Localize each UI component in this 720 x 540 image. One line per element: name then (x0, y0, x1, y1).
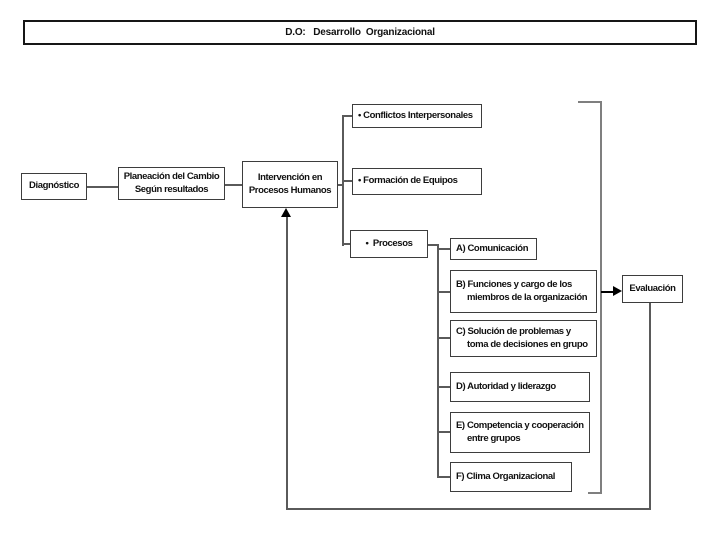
node-diagnostico: Diagnóstico (21, 173, 87, 200)
feedback-arrowhead-icon (281, 208, 291, 217)
node-intervencion-line2: Procesos Humanos (248, 184, 332, 196)
node-evaluacion: Evaluación (622, 275, 683, 303)
bracket-top-hook (578, 101, 602, 103)
node-conflictos-interpersonales: • Conflictos Interpersonales (352, 104, 482, 128)
node-procesos: • Procesos (350, 230, 428, 258)
node-planeacion-line1: Planeación del Cambio (123, 171, 220, 182)
item-e-line1: E) Competencia y cooperación (456, 420, 584, 431)
item-b-line2: miembros de la organización (467, 291, 588, 303)
node-item-c-solucion-problemas: C) Solución de problemas y toma de decis… (450, 320, 597, 357)
connector-procesos-items (428, 244, 438, 246)
node-procesos-label: • Procesos (365, 237, 413, 249)
node-formacion-label: • Formación de Equipos (358, 175, 458, 187)
node-item-f-clima-organizacional: F) Clima Organizacional (450, 462, 572, 492)
item-f-label: F) Clima Organizacional (456, 470, 556, 482)
item-a-label: A) Comunicación (456, 242, 529, 254)
stub-procesos (343, 243, 350, 245)
stub-item-c (438, 337, 450, 339)
node-intervencion-line1: Intervención en (257, 172, 323, 183)
item-e-line2: entre grupos (467, 432, 521, 444)
items-vertical-line (437, 244, 439, 478)
connector-intervencion-branch (338, 184, 344, 186)
item-c-line1: C) Solución de problemas y (456, 326, 571, 337)
node-intervencion-procesos-humanos: Intervención en Procesos Humanos (242, 161, 338, 208)
stub-item-e (438, 431, 450, 433)
node-item-a-comunicacion: A) Comunicación (450, 238, 537, 260)
connector-planeacion-intervencion (225, 184, 242, 186)
arrow-evaluacion-shaft (601, 291, 615, 293)
node-formacion-de-equipos: • Formación de Equipos (352, 168, 482, 195)
node-conflictos-label: • Conflictos Interpersonales (358, 109, 473, 121)
node-item-b-funciones: B) Funciones y cargo de los miembros de … (450, 270, 597, 313)
feedback-line-right (649, 303, 651, 510)
stub-item-d (438, 386, 450, 388)
node-item-d-autoridad-liderazgo: D) Autoridad y liderazgo (450, 372, 590, 402)
stub-conflictos (343, 115, 352, 117)
node-evaluacion-label: Evaluación (629, 282, 676, 294)
bracket-bottom-hook (588, 492, 602, 494)
diagram-title-box: D.O: Desarrollo Organizacional (23, 20, 697, 45)
stub-item-b (438, 291, 450, 293)
node-item-e-competencia-cooperacion: E) Competencia y cooperación entre grupo… (450, 412, 590, 453)
arrow-evaluacion-head-icon (613, 286, 622, 296)
feedback-line-bottom (286, 508, 651, 510)
diagram-title-text: D.O: Desarrollo Organizacional (285, 27, 435, 38)
node-planeacion-line2: Según resultados (134, 183, 209, 195)
stub-item-f (438, 476, 450, 478)
node-diagnostico-label: Diagnóstico (29, 180, 79, 192)
item-d-label: D) Autoridad y liderazgo (456, 380, 556, 392)
connector-diagnostico-planeacion (87, 186, 118, 188)
item-b-line1: B) Funciones y cargo de los (456, 279, 572, 290)
feedback-line-left (286, 216, 288, 510)
stub-item-a (438, 248, 450, 250)
stub-formacion (343, 180, 352, 182)
node-planeacion-del-cambio: Planeación del Cambio Según resultados (118, 167, 225, 200)
item-c-line2: toma de decisiones en grupo (467, 338, 588, 350)
bracket-vertical-line (600, 101, 602, 494)
